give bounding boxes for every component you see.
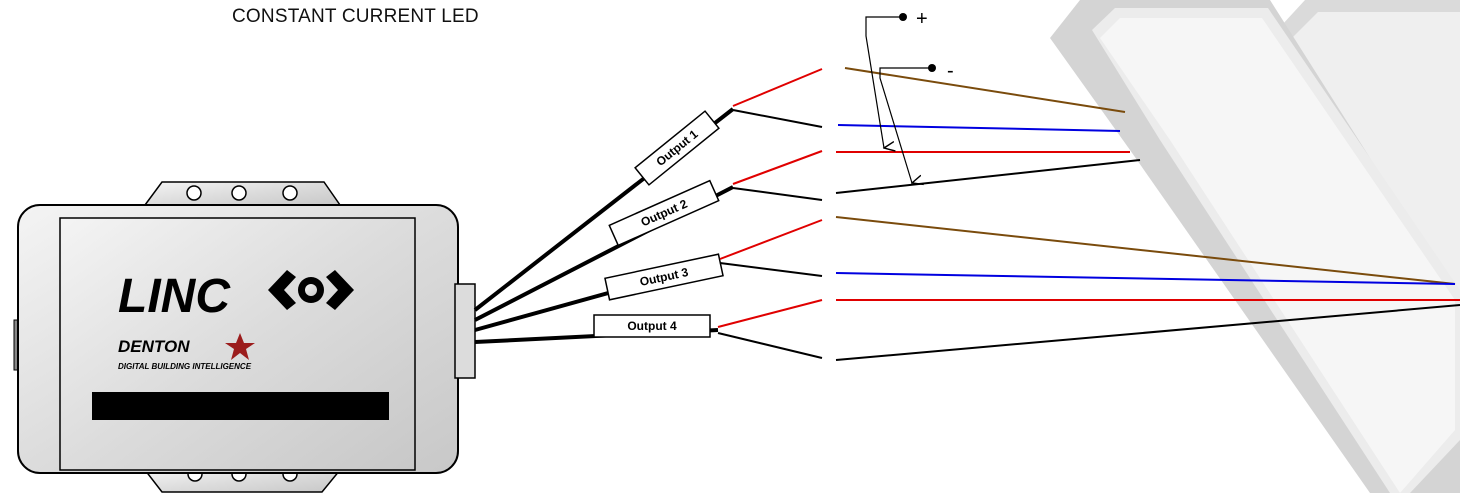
positive-label: +: [916, 8, 928, 30]
negative-terminal-icon: [928, 64, 936, 72]
linc-controller: LINC DENTON DIGITAL BUILDING INTELLIGENC…: [13, 181, 476, 493]
diagram-title: CONSTANT CURRENT LED: [232, 6, 479, 27]
brand-text: LINC: [118, 270, 231, 323]
tagline-text: DIGITAL BUILDING INTELLIGENCE: [118, 362, 252, 371]
mount-hole-icon: [231, 185, 247, 201]
mount-hole-icon: [282, 185, 298, 201]
output-label-4: Output 4: [593, 314, 711, 338]
positive-terminal-icon: [899, 13, 907, 21]
maker-text: DENTON: [118, 337, 190, 356]
star-icon: [225, 333, 255, 360]
output-label-3: Output 3: [604, 253, 724, 301]
mount-hole-icon: [186, 185, 202, 201]
mount-hole-icon: [282, 473, 298, 482]
output-label-1: Output 1: [634, 110, 720, 186]
split-wires: [717, 68, 823, 359]
linc-logo-icon: [268, 270, 354, 310]
status-bar: [92, 392, 389, 420]
mount-hole-icon: [231, 473, 247, 482]
led-panel-front: [1050, 0, 1460, 493]
fixture-wires: [835, 67, 1460, 361]
mount-hole-icon: [187, 473, 203, 482]
negative-label: -: [947, 60, 954, 82]
output-label-text: Output 4: [627, 319, 677, 333]
output-connector: [454, 283, 476, 379]
power-terminals: + -: [865, 8, 954, 183]
